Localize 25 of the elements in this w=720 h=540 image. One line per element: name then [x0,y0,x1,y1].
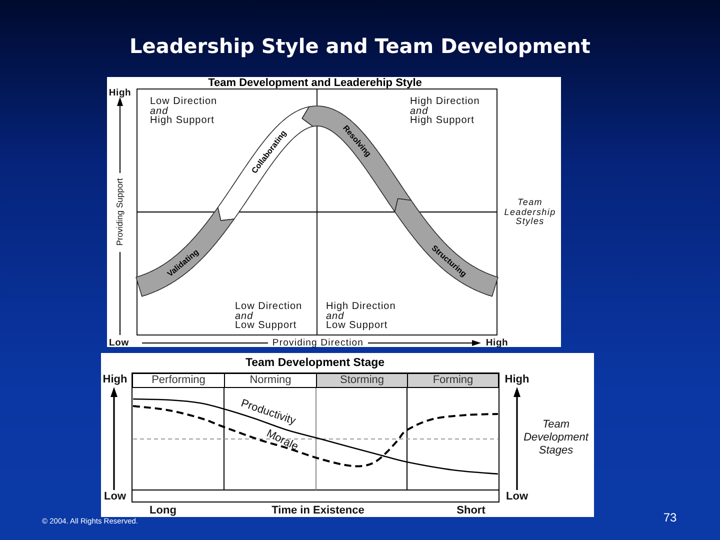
axis-title: Providing Direction [272,338,364,348]
stage-header-cell: Storming [316,373,408,388]
axis-title: Providing Support [115,178,125,246]
slide-title: Leadership Style and Team Development [130,34,590,58]
chart-panel [101,353,594,517]
axis-end-label: Low [506,492,528,502]
side-caption: Team Development Stages [524,418,588,458]
axis-end-label: Long [150,506,176,516]
quadrant-label: High Direction and Low Support [326,302,396,330]
quadrant-label: High Direction and High Support [410,97,480,126]
axis-end-label: Low [109,338,129,348]
axis-end-label: Short [456,506,486,516]
chart-panel [107,77,561,347]
axis-end-label: High [108,88,132,98]
stage-header-cell: Performing [132,373,225,388]
axis-end-label: High [486,338,508,348]
chart-heading: Team Development and Leaderehip Style [208,77,422,89]
axis-title: Time in Existence [272,506,364,516]
quadrant-label: Low Direction and Low Support [235,302,302,330]
axis-end-label: Low [104,492,126,502]
stage-header-cell: Norming [224,373,317,388]
chart-heading: Team Development Stage [245,357,385,369]
stage-header-cell: Forming [407,373,499,388]
page-number: 73 [663,513,677,523]
quadrant-label: Low Direction and High Support [150,97,218,126]
